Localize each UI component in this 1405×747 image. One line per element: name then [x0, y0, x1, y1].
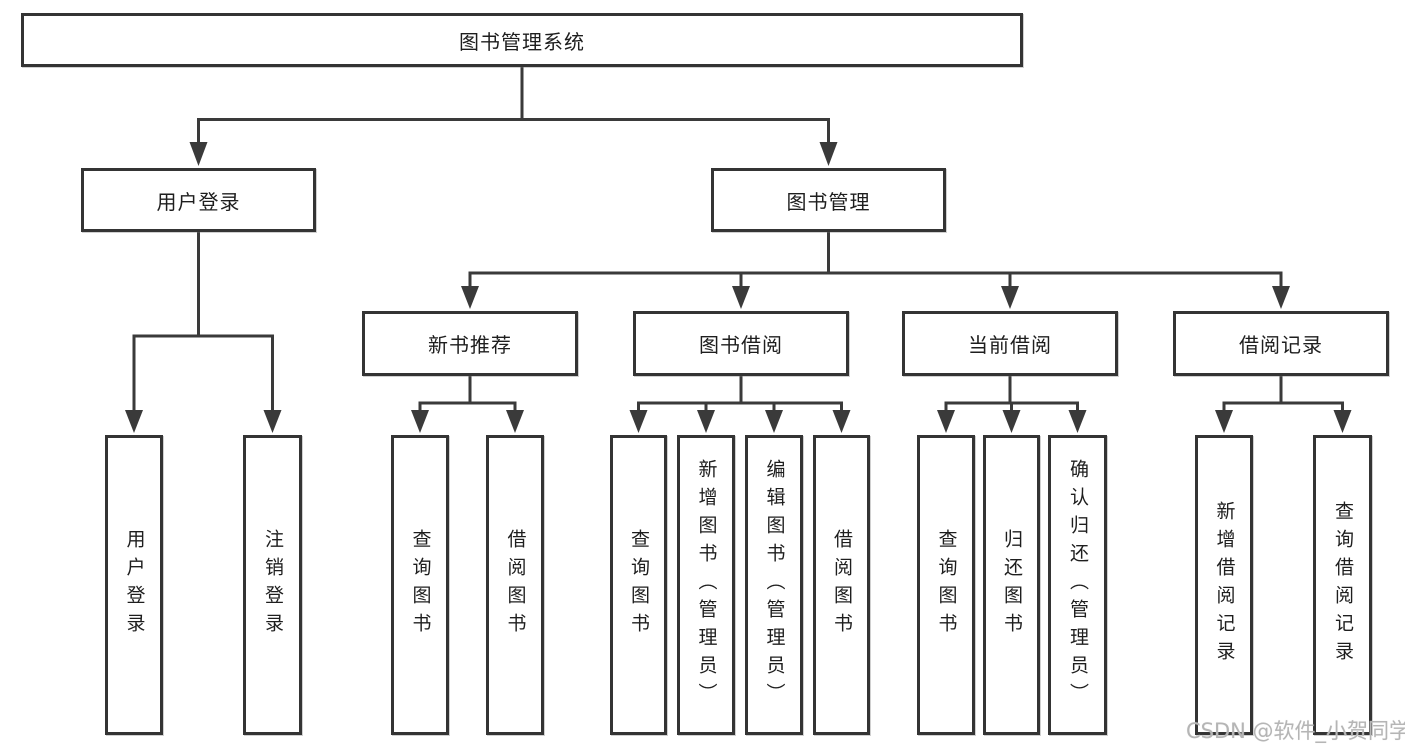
- node-label: 借阅图书: [831, 529, 853, 641]
- node-label: 当前借阅: [968, 333, 1052, 357]
- node-label: 图书借阅: [699, 333, 783, 357]
- node-label: 查询图书: [628, 529, 650, 641]
- node-leaf-add-borrow-record: 新增借阅记录: [1195, 435, 1253, 735]
- node-label: 编辑图书（管理员）: [763, 459, 786, 711]
- node-leaf-borrow-books-recommend: 借阅图书: [486, 435, 544, 735]
- csdn-watermark: CSDN @软件_小贺同学: [1186, 719, 1405, 743]
- node-leaf-query-books-current: 查询图书: [917, 435, 975, 735]
- node-label: 注销登录: [262, 529, 284, 641]
- node-label: 借阅图书: [504, 529, 527, 641]
- node-leaf-query-borrow-record: 查询借阅记录: [1313, 435, 1372, 735]
- node-leaf-query-books-recommend: 查询图书: [391, 435, 449, 735]
- node-label: 归还图书: [1001, 529, 1023, 641]
- node-leaf-edit-books-admin: 编辑图书（管理员）: [745, 435, 803, 735]
- node-book-management: 图书管理: [711, 168, 946, 232]
- node-label: 用户登录: [123, 529, 146, 641]
- node-library-management-system: 图书管理系统: [21, 13, 1023, 67]
- node-current-borrowing: 当前借阅: [902, 311, 1118, 376]
- node-label: 借阅记录: [1239, 333, 1323, 357]
- node-book-borrowing: 图书借阅: [633, 311, 849, 376]
- node-label: 查询借阅记录: [1332, 501, 1354, 669]
- node-leaf-query-books-borrowing: 查询图书: [610, 435, 667, 735]
- node-leaf-add-books-admin: 新增图书（管理员）: [677, 435, 735, 735]
- node-label: 新增图书（管理员）: [695, 459, 718, 711]
- node-user-login: 用户登录: [81, 168, 316, 232]
- node-label: 用户登录: [156, 189, 241, 214]
- node-label: 查询图书: [409, 529, 432, 641]
- node-label: 确认归还（管理员）: [1067, 459, 1089, 711]
- node-leaf-return-books: 归还图书: [983, 435, 1040, 735]
- node-new-book-recommendation: 新书推荐: [362, 311, 578, 376]
- node-leaf-borrow-books: 借阅图书: [813, 435, 870, 735]
- node-leaf-confirm-return-admin: 确认归还（管理员）: [1048, 435, 1107, 735]
- node-borrowing-records: 借阅记录: [1173, 311, 1389, 376]
- node-label: 新书推荐: [428, 333, 512, 357]
- node-leaf-logout: 注销登录: [243, 435, 302, 735]
- node-label: 图书管理: [786, 189, 871, 214]
- node-label: 图书管理系统: [459, 29, 585, 54]
- node-label: 查询图书: [935, 529, 958, 641]
- node-leaf-user-login: 用户登录: [105, 435, 163, 735]
- node-label: 新增借阅记录: [1213, 501, 1236, 669]
